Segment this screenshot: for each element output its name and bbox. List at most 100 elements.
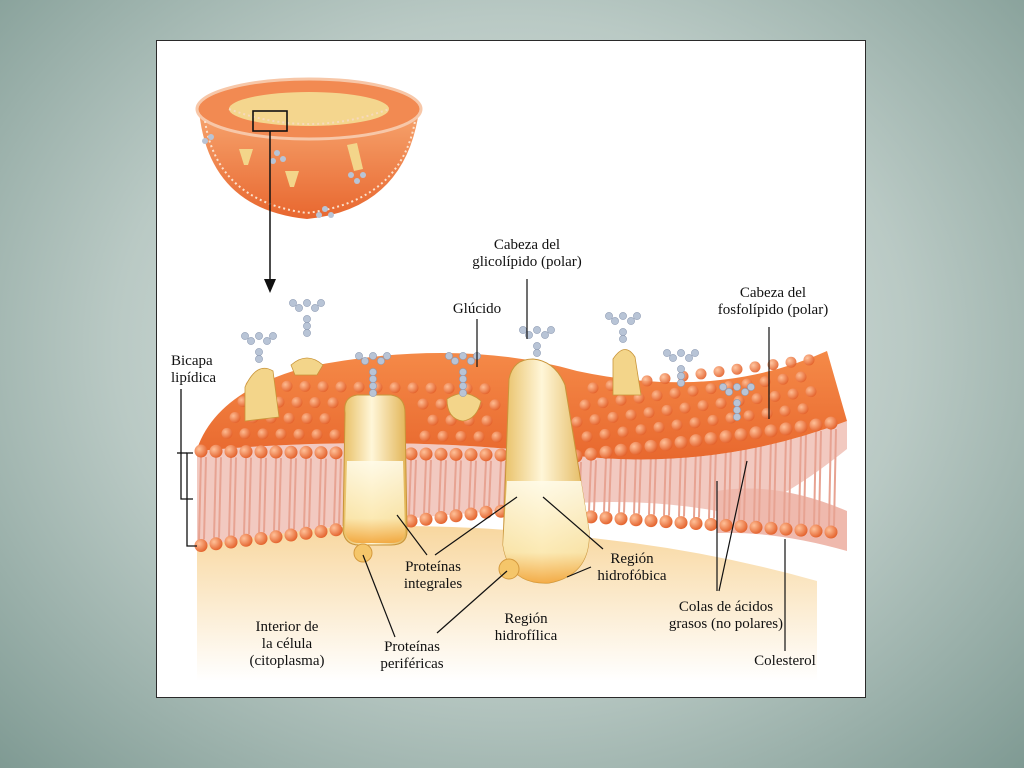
glycan-bead: [685, 354, 693, 362]
phospholipid-head-bead: [734, 519, 748, 533]
fatty-acid-tail: [728, 442, 732, 520]
phospholipid-head-bead: [464, 448, 478, 462]
fatty-acid-tail: [228, 457, 232, 537]
fatty-acid-tail: [783, 434, 787, 524]
phospholipid-head-bead: [404, 447, 418, 461]
fatty-acid-tail: [623, 456, 627, 513]
surface-head-bead: [455, 430, 467, 442]
fatty-acid-tail: [458, 460, 462, 510]
fatty-acid-tail: [273, 458, 277, 531]
phospholipid-head-bead: [584, 447, 598, 461]
glycan-bead: [459, 368, 467, 376]
fatty-acid-tail: [453, 460, 457, 510]
label-integral-proteins: Proteínas integrales: [403, 559, 463, 592]
fatty-acid-tail: [323, 458, 327, 526]
glycan-bead: [361, 357, 369, 365]
glycan-bead: [605, 312, 613, 320]
glycan-bead: [303, 315, 311, 323]
membrane-bilayer: [194, 351, 847, 681]
surface-head-bead: [797, 403, 809, 415]
surface-head-bead: [327, 397, 339, 409]
phospholipid-head-bead: [209, 444, 223, 458]
surface-head-bead: [697, 400, 709, 412]
surface-head-bead: [759, 376, 771, 388]
fatty-acid-tail: [638, 454, 642, 514]
fatty-acid-tail: [753, 438, 757, 522]
surface-head-bead: [581, 431, 593, 443]
surface-head-bead: [651, 390, 663, 402]
fatty-acid-tail: [813, 430, 817, 526]
fatty-acid-tail: [663, 450, 667, 516]
fatty-acid-tail: [768, 436, 772, 523]
fatty-acid-tail: [248, 457, 252, 535]
glycan-bead: [255, 348, 263, 356]
glycan-bead: [669, 354, 677, 362]
phospholipid-head-bead: [629, 513, 643, 527]
phospholipid-head-bead: [479, 448, 493, 462]
phospholipid-head-bead: [494, 448, 508, 462]
fatty-acid-tail: [303, 458, 307, 528]
glycan-chains: [241, 299, 755, 421]
surface-head-bead: [473, 431, 485, 443]
phospholipid-head-bead: [809, 418, 823, 432]
fatty-acid-tail: [423, 459, 427, 514]
phospholipid-head-bead: [644, 439, 658, 453]
surface-head-bead: [427, 414, 439, 426]
label-peripheral-proteins: Proteínas periféricas: [380, 639, 444, 672]
glycan-bead: [633, 312, 641, 320]
surface-head-bead: [715, 397, 727, 409]
fatty-acid-tail: [773, 436, 777, 523]
glycan-bead: [533, 349, 541, 357]
glycan-bead: [677, 365, 685, 373]
surface-head-bead: [607, 411, 619, 423]
phospholipid-head-bead: [194, 539, 208, 553]
surface-head-bead: [479, 383, 491, 395]
glycan-bead: [741, 388, 749, 396]
phospholipid-head-bead: [794, 420, 808, 434]
glycan-bead: [255, 355, 263, 363]
glycan-bead: [677, 372, 685, 380]
glycan-bead: [733, 383, 741, 391]
glycan-bead: [719, 383, 727, 391]
phospholipid-head-bead: [224, 444, 238, 458]
glycan-bead: [303, 322, 311, 330]
surface-head-bead: [659, 373, 671, 385]
surface-head-bead: [669, 387, 681, 399]
surface-head-bead: [695, 368, 707, 380]
glycan-bead: [263, 337, 271, 345]
surface-head-bead: [731, 363, 743, 375]
surface-head-bead: [283, 412, 295, 424]
fatty-acid-tail: [408, 459, 412, 516]
glycan-bead: [747, 383, 755, 391]
phospholipid-head-bead: [764, 521, 778, 535]
phospholipid-head-bead: [749, 520, 763, 534]
label-cell-interior: Interior de la célula (citoplasma): [249, 619, 325, 669]
glycan-bead: [269, 332, 277, 340]
surface-head-bead: [311, 429, 323, 441]
surface-head-bead: [335, 381, 347, 393]
surface-head-bead: [301, 412, 313, 424]
surface-head-bead: [653, 421, 665, 433]
fatty-acid-tail: [293, 458, 297, 530]
surface-head-bead: [689, 417, 701, 429]
phospholipid-head-bead: [824, 416, 838, 430]
phospholipid-head-bead: [779, 422, 793, 436]
glycan-bead: [247, 337, 255, 345]
fatty-acid-tail: [198, 457, 202, 540]
glycan-bead: [627, 317, 635, 325]
fatty-acid-tail: [593, 460, 597, 511]
glycan-bead: [369, 368, 377, 376]
fatty-acid-tail: [443, 460, 447, 512]
slide-panel: Bicapa lipídica Cabeza del glicolípido (…: [156, 40, 866, 698]
phospholipid-head-bead: [479, 505, 493, 519]
surface-head-bead: [787, 388, 799, 400]
surface-head-bead: [643, 407, 655, 419]
phospholipid-head-bead: [404, 514, 418, 528]
phospholipid-head-bead: [674, 516, 688, 530]
phospholipid-head-bead: [254, 445, 268, 459]
surface-head-bead: [417, 398, 429, 410]
phospholipid-head-bead: [734, 428, 748, 442]
fatty-acid-tail: [203, 457, 207, 540]
phospholipid-head-bead: [449, 509, 463, 523]
surface-head-bead: [743, 410, 755, 422]
